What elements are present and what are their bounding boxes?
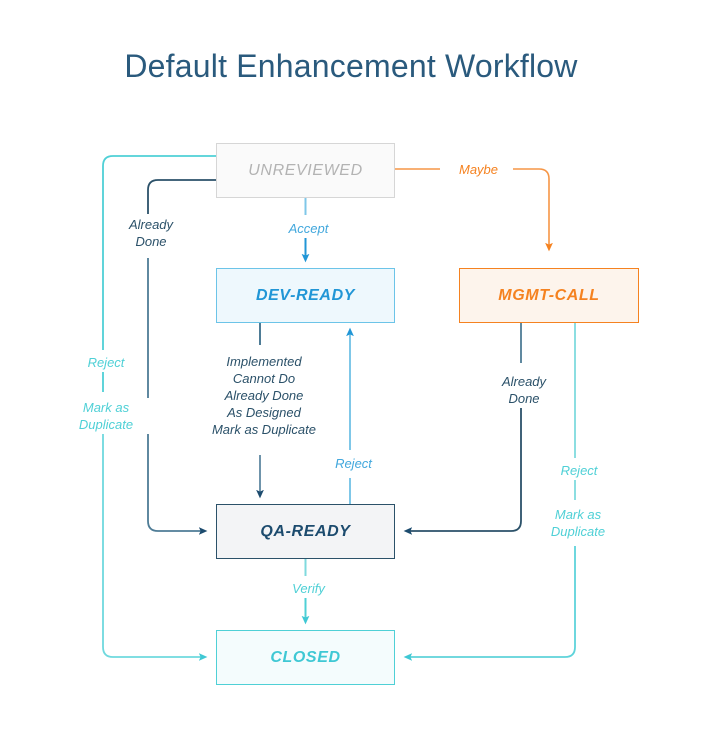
edge-label-already-done-unreviewed: Already Done	[108, 215, 194, 251]
edge-label-maybe: Maybe	[444, 160, 513, 179]
edge-already-done-mgmt	[403, 323, 522, 535]
node-dev-ready-label: DEV-READY	[255, 286, 356, 304]
edge-label-already-done-mgmt: Already Done	[481, 372, 567, 408]
edge-reject-duplicate-mgmt	[403, 323, 576, 661]
edge-reject-duplicate-unreviewed	[102, 155, 216, 661]
page-title: Default Enhancement Workflow	[124, 48, 578, 84]
node-dev-ready[interactable]: DEV-READY	[216, 268, 395, 323]
edge-label-verify: Verify	[277, 579, 340, 598]
edge-already-done-unreviewed	[147, 179, 216, 535]
edge-label-duplicate-mgmt: Mark as Duplicate	[535, 505, 621, 541]
edge-label-accept: Accept	[275, 219, 342, 238]
node-closed[interactable]: CLOSED	[216, 630, 395, 685]
edge-label-qa-reject: Reject	[320, 454, 387, 473]
edge-label-reject-unreviewed: Reject	[68, 353, 144, 372]
edge-maybe	[395, 168, 553, 252]
node-qa-ready-label: QA-READY	[260, 522, 351, 540]
node-mgmt-call[interactable]: MGMT-CALL	[459, 268, 639, 323]
node-unreviewed-label: UNREVIEWED	[248, 161, 363, 179]
node-mgmt-call-label: MGMT-CALL	[498, 286, 600, 304]
node-closed-label: CLOSED	[270, 648, 341, 666]
edge-label-reject-mgmt: Reject	[545, 461, 613, 480]
edge-label-duplicate-unreviewed: Mark as Duplicate	[63, 398, 149, 434]
edge-label-dev-to-qa: Implemented Cannot Do Already Done As De…	[190, 352, 338, 439]
node-unreviewed[interactable]: UNREVIEWED	[216, 143, 395, 198]
node-qa-ready[interactable]: QA-READY	[216, 504, 395, 559]
